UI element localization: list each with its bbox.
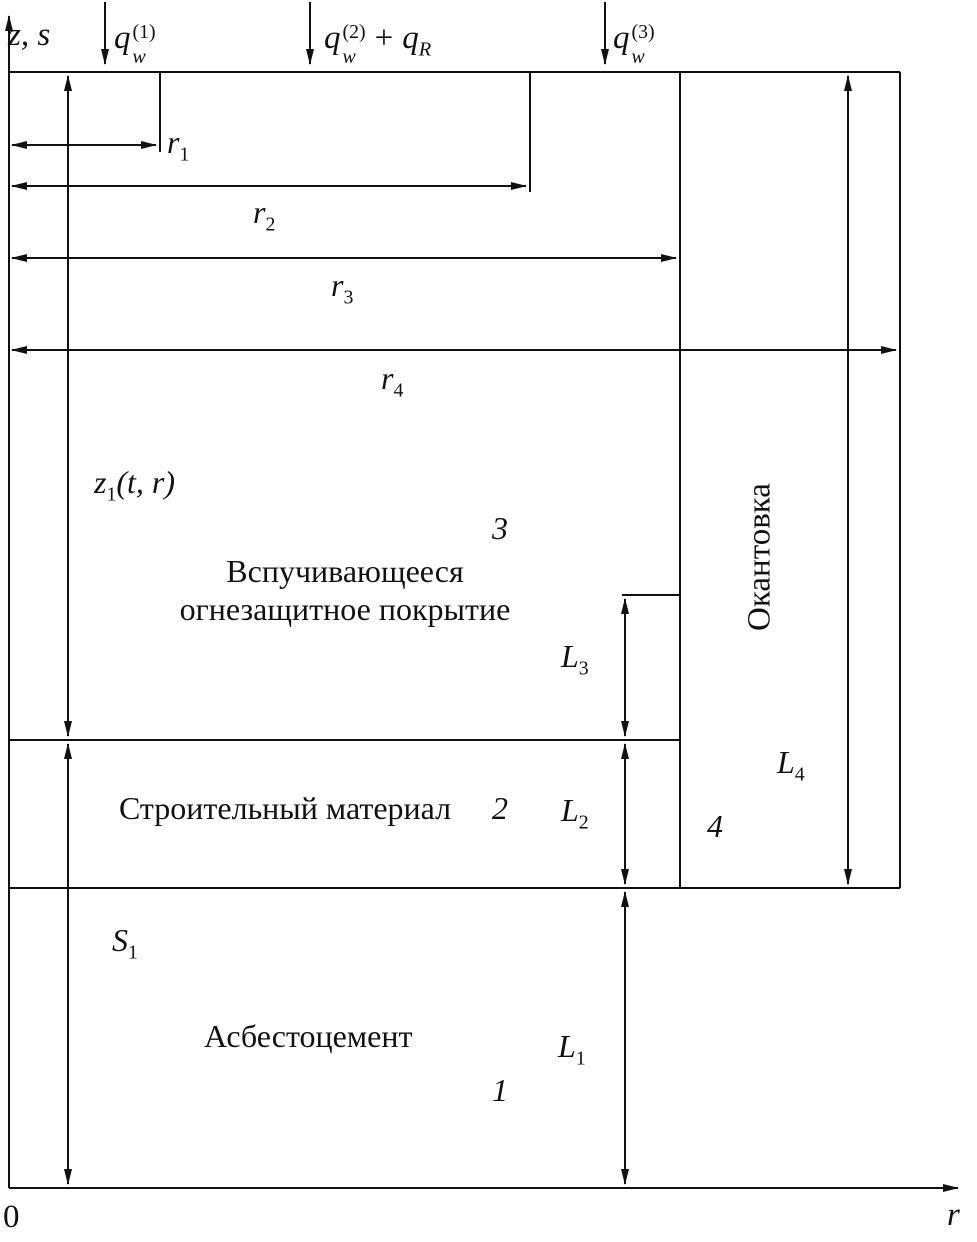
r4-dimension-label: r4 [381, 360, 404, 402]
region3-number: 3 [492, 510, 508, 546]
r2-base: r [253, 194, 266, 230]
origin-text: 0 [3, 1199, 20, 1235]
flux2-label: q(2)w+qR [324, 20, 431, 69]
region1-number-text: 1 [492, 1072, 508, 1108]
z1-sub: 1 [106, 483, 117, 506]
region3-number-text: 3 [492, 510, 508, 546]
flux3-sub: w [631, 45, 645, 68]
z1-args: (t, r) [116, 464, 176, 500]
region1-number: 1 [492, 1072, 508, 1108]
l2-dimension-label: L2 [561, 792, 589, 834]
structure-lines-group [9, 71, 901, 889]
r4-base: r [381, 360, 394, 396]
region2-number-text: 2 [492, 790, 508, 826]
r2-sub: 2 [265, 213, 276, 236]
r-axis-label: r [947, 1198, 960, 1233]
flux1-sub: w [132, 45, 146, 68]
region3-name: Вспучивающееся огнезащитное покрытие [95, 552, 595, 628]
region2-name-text: Строительный материал [119, 790, 452, 826]
flux1-label: q(1)w [114, 20, 156, 69]
origin-label: 0 [3, 1200, 20, 1235]
region1-name: Асбестоцемент [204, 1018, 413, 1054]
flux1-subsup: (1)w [133, 20, 156, 69]
flux2-subsup: (2)w [343, 20, 366, 69]
region4-name: Окантовка [741, 483, 778, 631]
r1-dimension-label: r1 [167, 124, 190, 166]
l4-sub: 4 [794, 763, 805, 786]
l2-base: L [561, 792, 579, 828]
flux2-sup: (2) [342, 21, 366, 43]
region1-name-text: Асбестоцемент [204, 1018, 413, 1054]
s1-base: S [112, 922, 128, 958]
heat-flux-arrows-group [101, 2, 609, 65]
r3-dimension-label: r3 [331, 267, 354, 309]
l2-sub: 2 [578, 811, 589, 834]
r2-dimension-label: r2 [253, 194, 276, 236]
r4-sub: 4 [393, 379, 404, 402]
dimension-arrows-group [11, 75, 897, 1185]
region2-name: Строительный материал [119, 790, 452, 826]
r3-sub: 3 [343, 286, 354, 309]
flux2-base: q [324, 19, 341, 56]
l4-dimension-label: L4 [777, 744, 805, 786]
l3-dimension-label: L3 [561, 638, 589, 680]
region4-number-text: 4 [707, 808, 723, 844]
r3-base: r [331, 267, 344, 303]
flux2-sub: w [342, 45, 356, 68]
l4-base: L [777, 744, 795, 780]
flux2-plus-sign: + [374, 19, 394, 56]
s1-sub: 1 [128, 941, 138, 964]
z-axis-label-text: z, s [8, 17, 51, 53]
l1-sub: 1 [575, 1047, 586, 1070]
region3-name-line1: Вспучивающееся [226, 553, 464, 589]
z-axis-label: z, s [8, 18, 50, 53]
l3-sub: 3 [578, 657, 589, 680]
flux3-sup: (3) [631, 21, 655, 43]
region4-name-text: Окантовка [741, 483, 778, 631]
l3-base: L [561, 638, 579, 674]
r1-sub: 1 [179, 143, 190, 166]
flux2-base2: q [402, 19, 419, 56]
r1-base: r [167, 124, 180, 160]
l1-base: L [558, 1028, 576, 1064]
flux1-base: q [114, 19, 131, 56]
region4-number: 4 [707, 808, 723, 844]
flux1-sup: (1) [132, 21, 156, 43]
z1-base: z [94, 464, 107, 500]
region3-name-line2: огнезащитное покрытие [179, 591, 511, 627]
s1-dimension-label: S1 [112, 922, 138, 964]
z1-dimension-label: z1(t, r) [94, 464, 176, 506]
region2-number: 2 [492, 790, 508, 826]
axes-group [4, 15, 959, 1192]
flux3-label: q(3)w [613, 20, 655, 69]
flux3-subsup: (3)w [632, 20, 655, 69]
flux3-base: q [613, 19, 630, 56]
l1-dimension-label: L1 [558, 1028, 586, 1070]
flux2-sub2: R [418, 38, 432, 61]
r-axis-label-text: r [947, 1197, 960, 1233]
